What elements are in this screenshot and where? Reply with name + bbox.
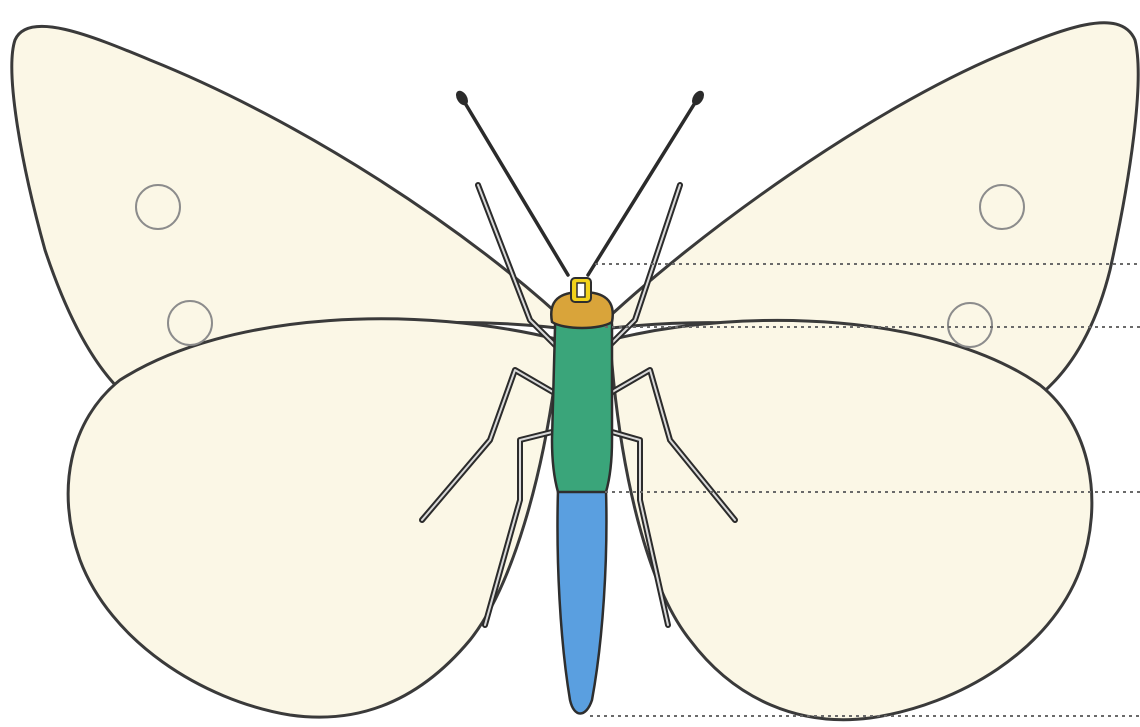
antennae: [454, 89, 707, 275]
left-hindwing: [68, 319, 560, 717]
head-eye-center: [577, 283, 585, 297]
thorax: [552, 307, 612, 492]
butterfly-body: [551, 278, 613, 714]
right-hindwing: [610, 320, 1092, 719]
abdomen: [558, 490, 607, 714]
